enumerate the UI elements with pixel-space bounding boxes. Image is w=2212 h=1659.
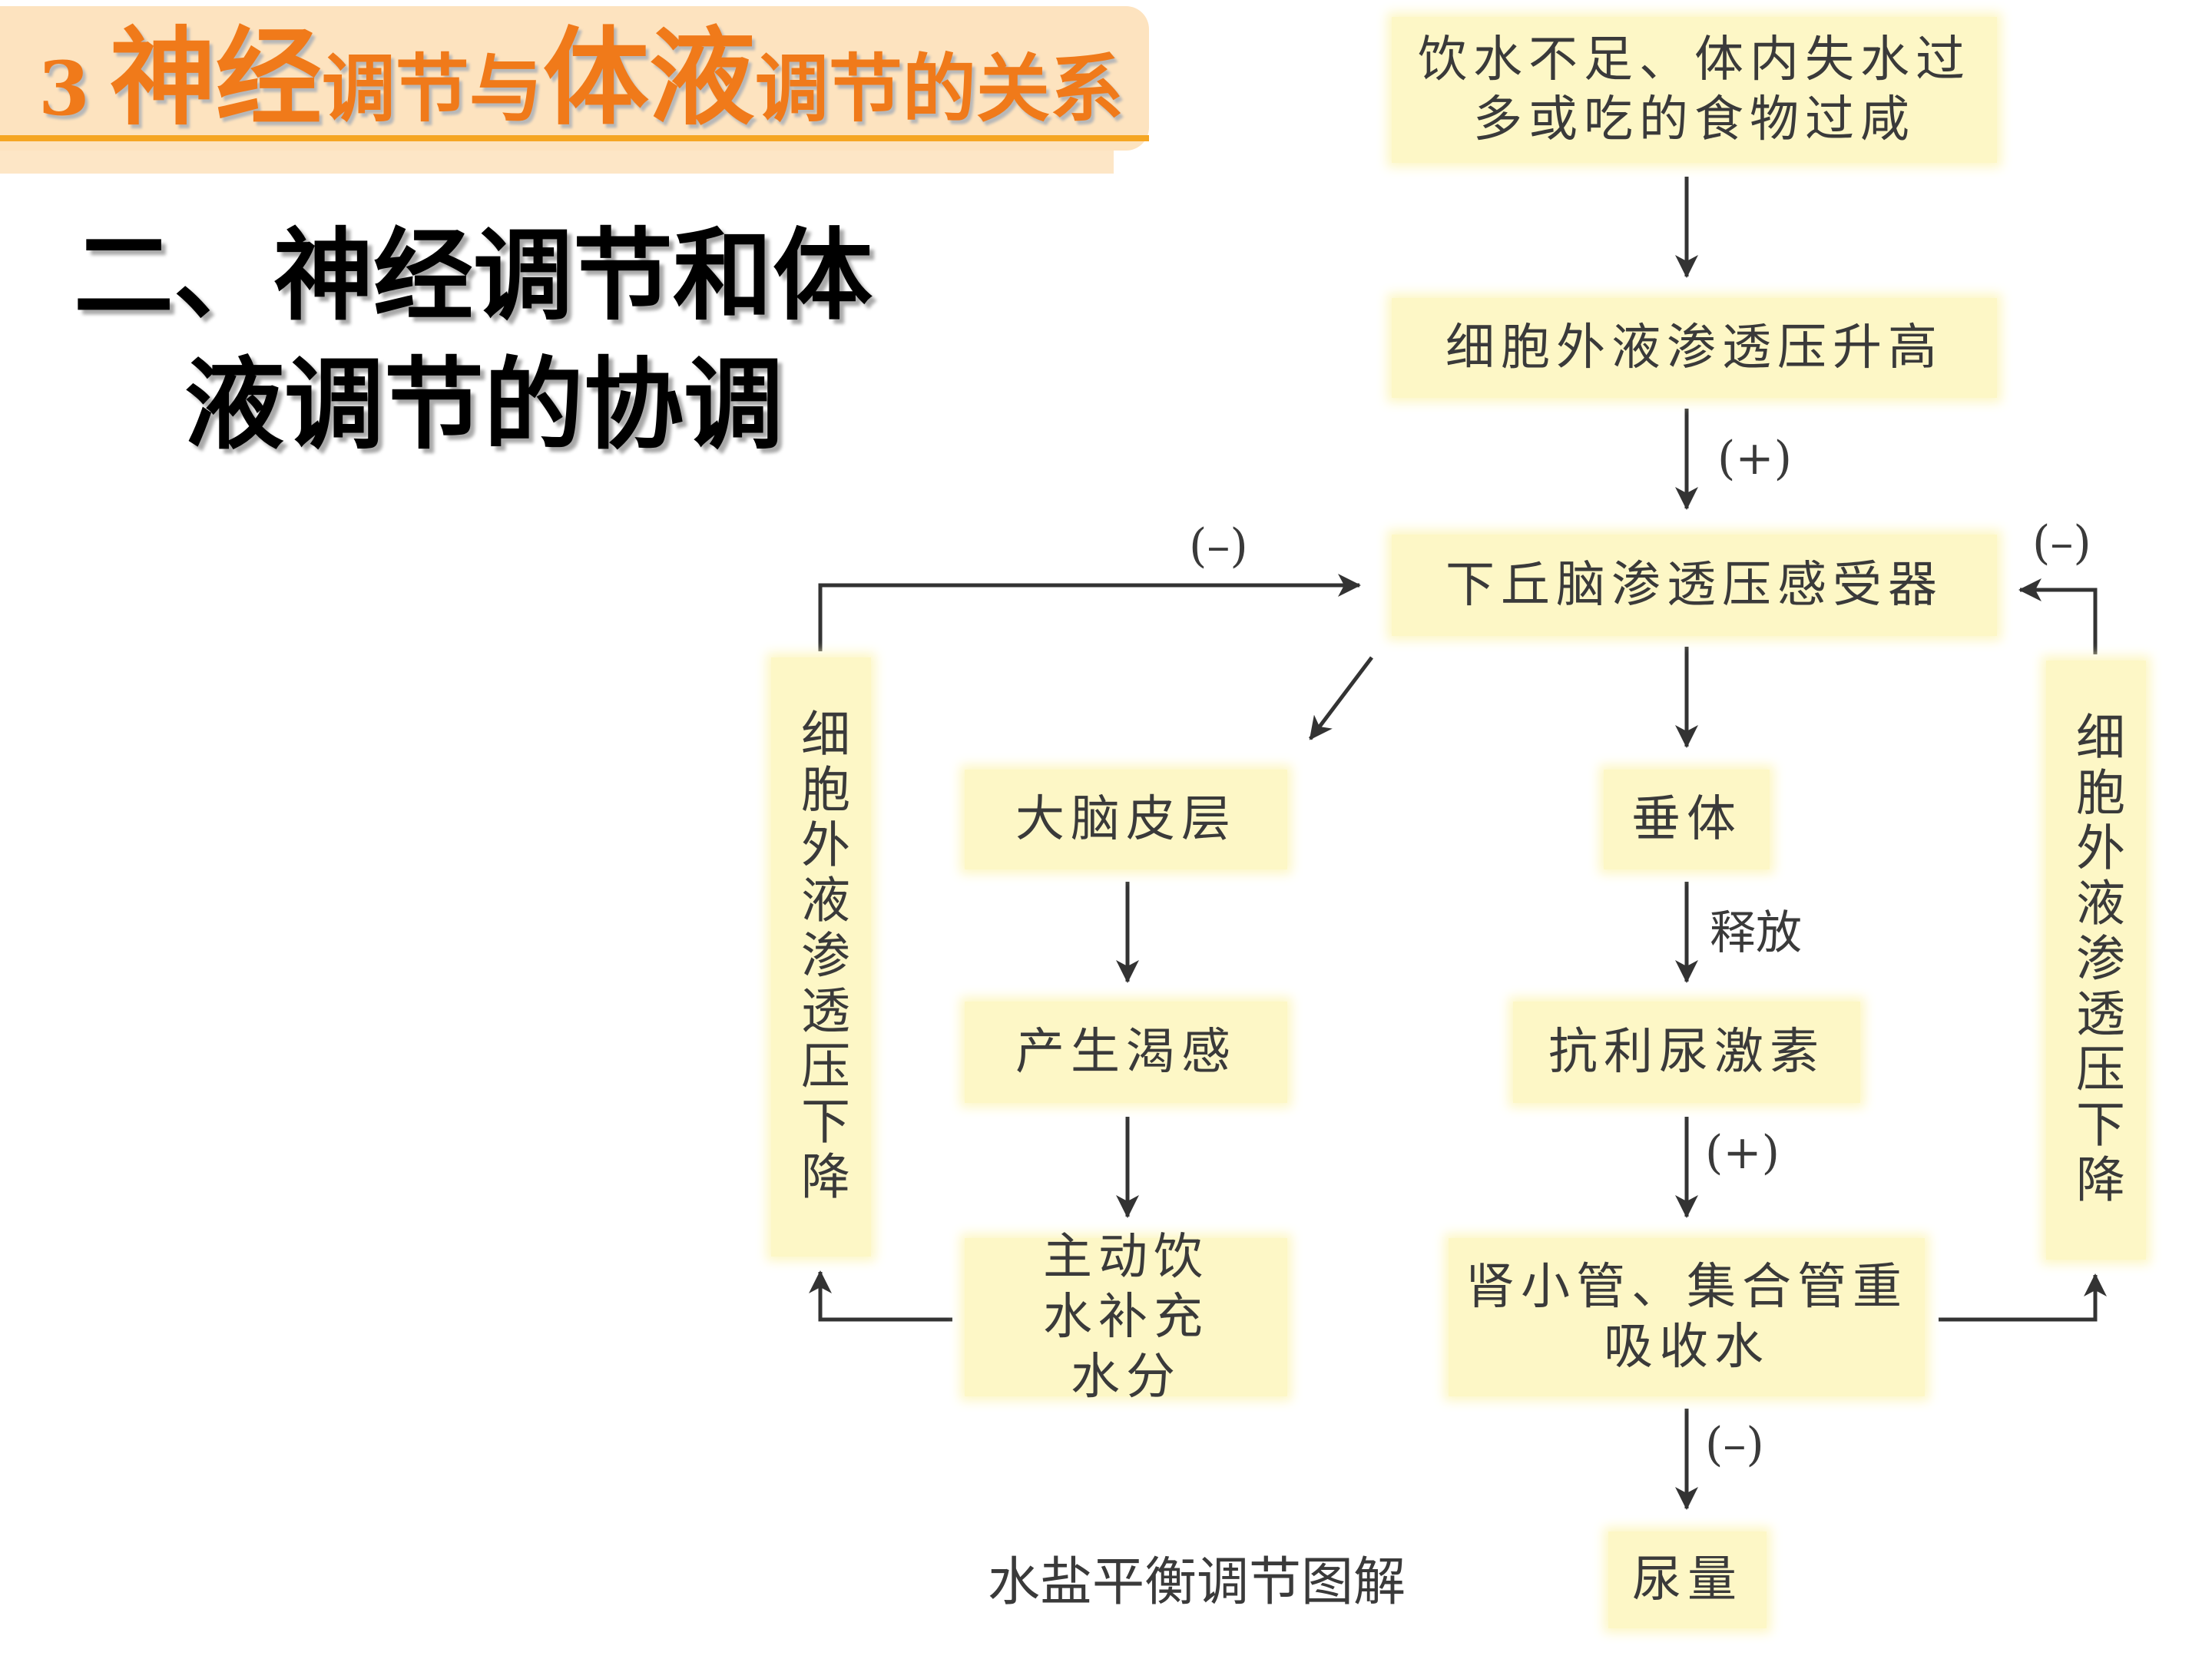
node-cortex: 大脑皮层: [965, 770, 1287, 869]
node-reabsorb: 肾小管、集合管重吸收水: [1449, 1238, 1925, 1396]
arrow-receptor-to-cortex: [1309, 656, 1373, 740]
diagram-caption: 水盐平衡调节图解: [988, 1552, 1406, 1613]
arrow-reabsorb-to-right-feedback: [1939, 1273, 2107, 1322]
node-osmo-up: 细胞外液渗透压升高: [1392, 298, 1997, 398]
header-band: [0, 6, 1149, 151]
node-adh: 抗利尿激素: [1513, 1002, 1860, 1103]
arrow-drink-to-left-feedback: [809, 1270, 952, 1322]
section-number: 3: [38, 45, 90, 132]
header-accent-line: [0, 135, 1149, 141]
title-part-2: 调节与: [321, 45, 543, 132]
node-pituitary: 垂体: [1604, 770, 1770, 869]
title-part-1: 神经: [109, 15, 322, 140]
header-underline: [0, 151, 1114, 174]
label-minus-left: (–): [1189, 519, 1248, 573]
label-plus-adh: (+): [1705, 1126, 1780, 1180]
node-thirst: 产生渴感: [965, 1002, 1287, 1103]
label-minus-urine: (–): [1705, 1418, 1764, 1472]
node-cause: 饮水不足、体内失水过多或吃的食物过咸: [1392, 17, 1997, 163]
node-receptor: 下丘脑渗透压感受器: [1392, 535, 1997, 636]
label-plus-osmo: (+): [1717, 432, 1793, 485]
node-drink: 主动饮水补充水分: [965, 1229, 1287, 1406]
arrow-left-feedback-to-receptor: [818, 574, 1361, 651]
subtitle-line-1: 二、神经调节和体: [74, 217, 873, 334]
title-part-4: 调节的关系: [754, 45, 1124, 132]
node-left-feedback: 细胞外液渗透压下降: [771, 657, 871, 1257]
title-part-3: 体液: [542, 15, 755, 140]
subtitle-line-2: 液调节的协调: [184, 346, 784, 463]
node-right-feedback: 细胞外液渗透压下降: [2046, 661, 2146, 1260]
arrow-right-feedback-to-receptor: [2018, 578, 2098, 654]
node-urine: 尿量: [1608, 1532, 1767, 1628]
label-release: 释放: [1710, 906, 1802, 960]
label-minus-right: (–): [2032, 516, 2091, 570]
